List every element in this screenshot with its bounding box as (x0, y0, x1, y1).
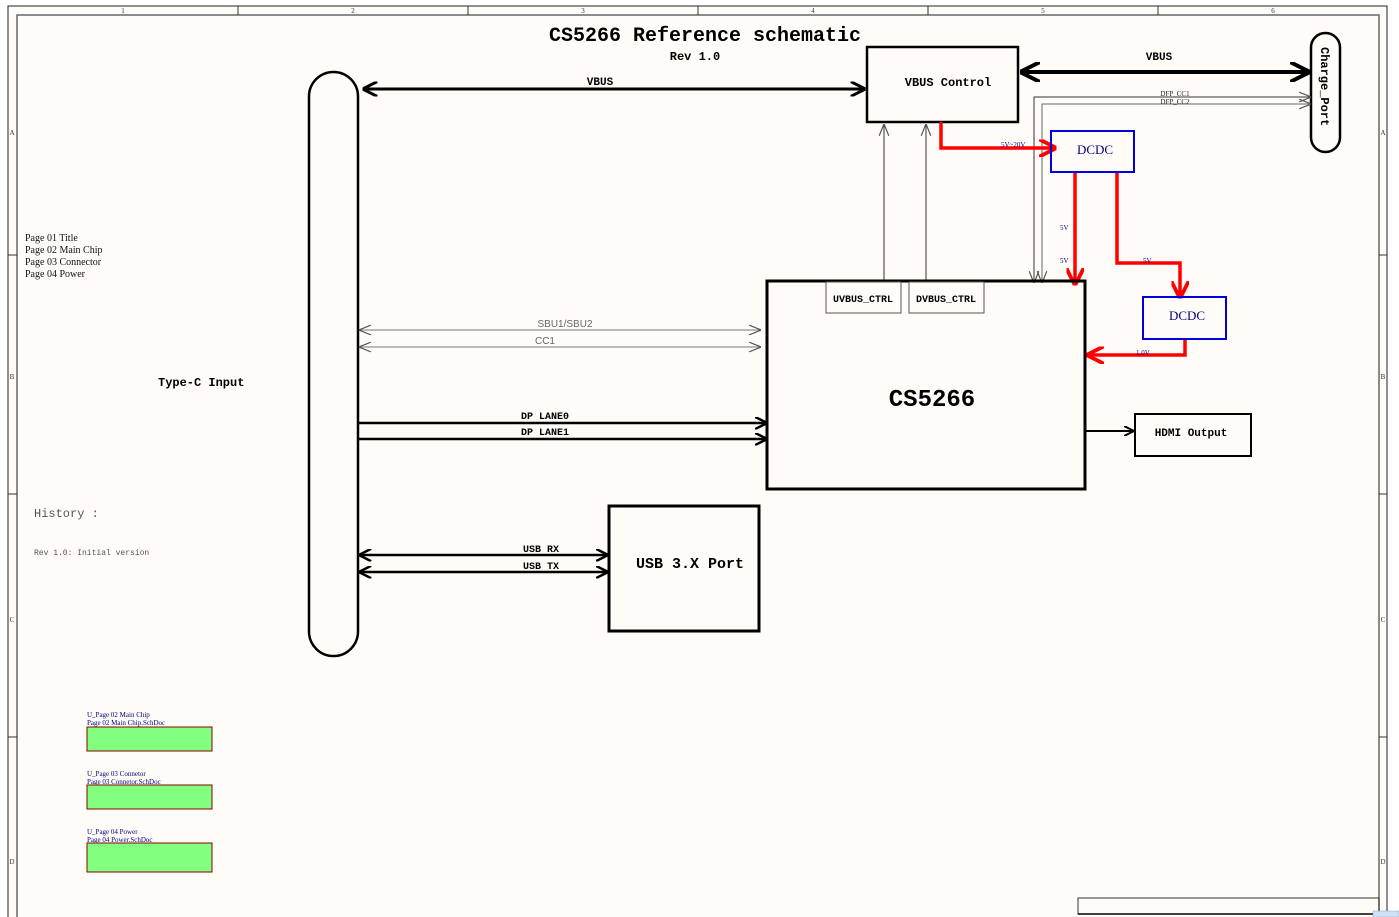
row-label: C (1381, 616, 1386, 624)
column-label: 6 (1271, 7, 1275, 15)
scroll-corner (1372, 910, 1399, 917)
page-index-item: Page 02 Main Chip (25, 245, 103, 256)
row-label: B (1381, 373, 1386, 381)
sheet-filename: Page 03 Connetor.SchDoc (87, 778, 161, 786)
cs5266-chip-block[interactable] (765, 279, 1087, 491)
column-label: 2 (351, 7, 355, 15)
row-label: D (9, 858, 14, 866)
revision-label: Rev 1.0 (670, 50, 720, 64)
dcdc-block-2[interactable] (1142, 296, 1227, 340)
dvbus-ctrl-port[interactable] (908, 281, 985, 314)
sheet-filename: Page 02 Main Chip.SchDoc (87, 719, 165, 727)
page-index-item: Page 03 Connector (25, 257, 102, 268)
row-label: D (1380, 858, 1385, 866)
uvbus-ctrl-label: UVBUS_CTRL (833, 295, 893, 306)
power-label: 5V (1143, 257, 1152, 265)
row-label: A (1380, 129, 1385, 137)
sheet-filename: Page 04 Power.SchDoc (87, 836, 153, 844)
power-core-label: 1.0V (1136, 349, 1150, 357)
page-index-item: Page 04 Power (25, 269, 86, 280)
usb-tx-label: USB TX (523, 562, 559, 573)
power-in-net (939, 122, 1053, 148)
history-heading: History : (34, 507, 99, 521)
cs5266-label: CS5266 (889, 387, 975, 414)
cc1-label: CC1 (535, 336, 555, 347)
power-5v-dcdc2-net (1115, 172, 1180, 295)
border-grid (8, 6, 1387, 738)
type-c-input-label: Type-C Input (158, 376, 244, 390)
charge-port-label: Charge_Port (1317, 47, 1331, 126)
dcdc-label-2: DCDC (1169, 308, 1205, 323)
sheet-designator: U_Page 03 Connetor (87, 770, 146, 778)
dp-lane1-label: DP LANE1 (521, 428, 569, 439)
sheet-designator: U_Page 04 Power (87, 828, 138, 836)
page-index-item: Page 01 Title (25, 233, 78, 244)
history-entry: Rev 1.0: Initial version (34, 549, 149, 558)
usb-rx-label: USB RX (523, 545, 559, 556)
sheet-symbol-connector[interactable] (86, 784, 213, 810)
hdmi-output-block[interactable] (1134, 413, 1252, 457)
sheet-border-inner (16, 14, 1380, 917)
dcdc-block-1[interactable] (1050, 130, 1135, 173)
power-label: 5V (1060, 257, 1069, 265)
sbu-label: SBU1/SBU2 (537, 319, 592, 330)
vbus-label-right: VBUS (1146, 52, 1173, 64)
usb-port-block[interactable] (607, 504, 761, 633)
dfp-cc2-label: DFP_CC2 (1160, 98, 1190, 106)
dfp-cc1-net (1034, 97, 1310, 282)
page-title: CS5266 Reference schematic (549, 25, 861, 48)
column-label: 5 (1041, 7, 1045, 15)
column-label: 4 (811, 7, 815, 15)
vbus-control-label: VBUS Control (905, 76, 991, 90)
uvbus-ctrl-port[interactable] (825, 281, 902, 314)
hdmi-output-label: HDMI Output (1155, 428, 1228, 440)
sheet-symbol-main-chip[interactable] (86, 726, 213, 752)
column-label: 3 (581, 7, 585, 15)
dfp-cc1-label: DFP_CC1 (1160, 90, 1190, 98)
sheet-designator: U_Page 02 Main Chip (87, 711, 150, 719)
dvbus-ctrl-label: DVBUS_CTRL (916, 295, 976, 306)
power-label: 5V (1060, 224, 1069, 232)
column-label: 1 (121, 7, 125, 15)
power-in-label: 5V~20V (1001, 141, 1025, 149)
vbus-label-left: VBUS (587, 77, 614, 89)
dp-lane0-label: DP LANE0 (521, 412, 569, 423)
dcdc-label-1: DCDC (1077, 142, 1113, 157)
power-core-net (1090, 339, 1187, 355)
dfp-cc2-net (1042, 104, 1310, 282)
usb-port-label: USB 3.X Port (636, 556, 744, 573)
sheet-symbol-power[interactable] (86, 842, 213, 873)
row-label: B (10, 373, 15, 381)
row-label: A (9, 129, 14, 137)
type-c-connector[interactable] (307, 70, 360, 658)
row-label: C (10, 616, 15, 624)
